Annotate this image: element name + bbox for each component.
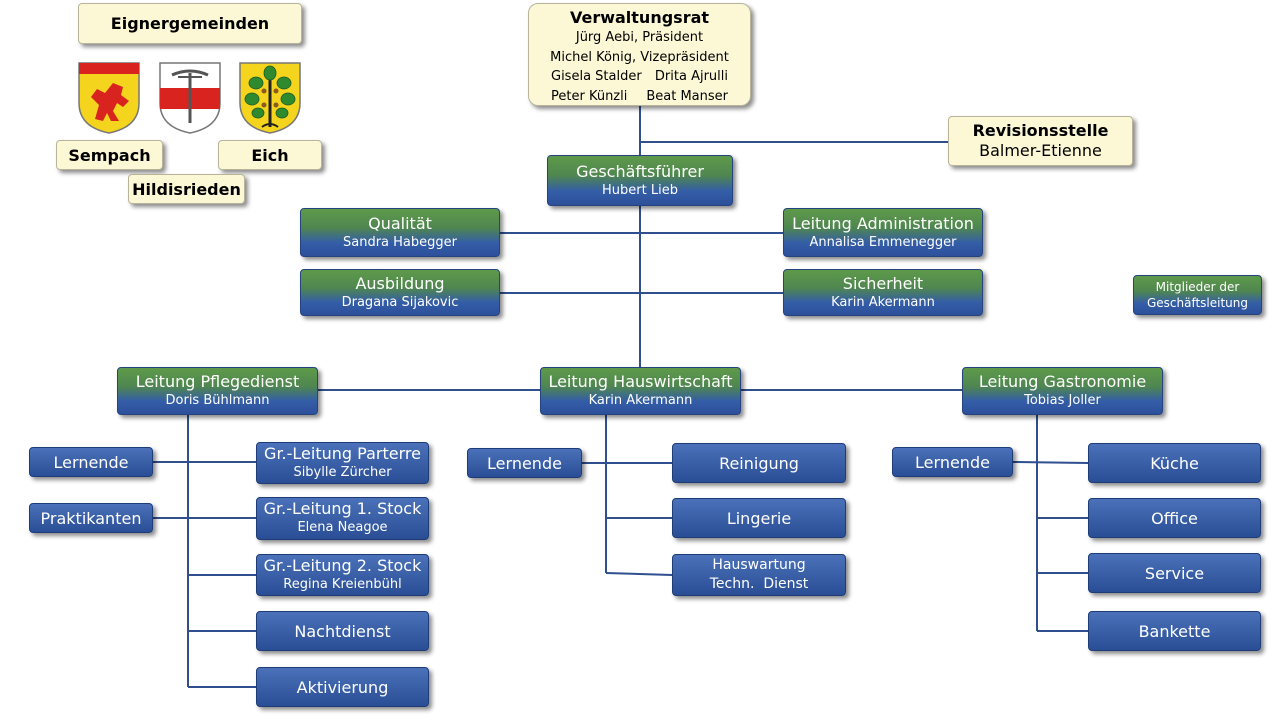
gastro-kitchen-label: Küche <box>1150 453 1199 473</box>
hildisrieden-coat-of-arms <box>159 62 221 134</box>
gastro-service-label: Service <box>1144 563 1205 583</box>
gastro-head-title: Leitung Gastronomie <box>978 372 1147 391</box>
housekeeping-head-box: Leitung Hauswirtschaft Karin Akermann <box>540 367 741 415</box>
quality-box: Qualität Sandra Habegger <box>300 208 500 257</box>
owners-header: Eignergemeinden <box>78 3 302 44</box>
care-interns-label: Praktikanten <box>40 508 142 528</box>
housekeeping-maintenance-line-1: Hauswartung <box>712 557 806 573</box>
care-group-2-name: Regina Kreienbühl <box>283 577 402 592</box>
owner-sempach: Sempach <box>56 140 163 170</box>
care-group-parterre-name: Sibylle Zürcher <box>293 465 392 480</box>
owner-sempach-label: Sempach <box>68 145 151 165</box>
legend-line-2: Geschäftsleitung <box>1146 296 1249 310</box>
gastro-banquet-label: Bankette <box>1138 621 1211 641</box>
gastro-learners-label: Lernende <box>915 452 990 472</box>
legend-line-1: Mitglieder der <box>1155 280 1240 294</box>
admin-title: Leitung Administration <box>792 214 974 233</box>
ceo-box: Geschäftsführer Hubert Lieb <box>547 155 733 206</box>
owners-header-label: Eignergemeinden <box>110 14 270 33</box>
care-group-parterre-title: Gr.-Leitung Parterre <box>264 444 421 463</box>
housekeeping-cleaning-label: Reinigung <box>719 453 799 473</box>
housekeeping-linen-label: Lingerie <box>726 508 792 528</box>
owner-hildisrieden-label: Hildisrieden <box>132 179 241 199</box>
gastro-head-name: Tobias Joller <box>1024 393 1101 408</box>
quality-name: Sandra Habegger <box>343 235 457 250</box>
owner-hildisrieden: Hildisrieden <box>128 174 245 204</box>
gastro-banquet-box: Bankette <box>1088 611 1261 651</box>
housekeeping-head-name: Karin Akermann <box>588 393 693 408</box>
gastro-learners-box: Lernende <box>892 447 1013 477</box>
board-vice: Michel König, Vizepräsident <box>550 49 729 65</box>
sempach-coat-of-arms <box>78 62 140 134</box>
board-member: Beat Manser <box>646 88 728 104</box>
board-title: Verwaltungsrat <box>569 8 710 27</box>
board-member: Drita Ajrulli <box>654 69 728 84</box>
gastro-kitchen-box: Küche <box>1088 443 1261 483</box>
care-group-1-box: Gr.-Leitung 1. Stock Elena Neagoe <box>256 497 429 540</box>
safety-title: Sicherheit <box>842 274 924 293</box>
care-group-1-name: Elena Neagoe <box>297 520 388 535</box>
board-row-1: Gisela Stalder Drita Ajrulli <box>529 67 750 87</box>
housekeeping-head-title: Leitung Hauswirtschaft <box>548 372 733 391</box>
training-box: Ausbildung Dragana Sijakovic <box>300 269 500 316</box>
care-group-1-title: Gr.-Leitung 1. Stock <box>263 499 422 518</box>
board-member: Gisela Stalder <box>551 69 642 84</box>
housekeeping-linen-box: Lingerie <box>672 498 846 538</box>
care-group-parterre-box: Gr.-Leitung Parterre Sibylle Zürcher <box>256 442 429 484</box>
care-group-2-title: Gr.-Leitung 2. Stock <box>263 556 422 575</box>
eich-coat-of-arms <box>239 62 301 134</box>
legend-box: Mitglieder der Geschäftsleitung <box>1133 275 1262 315</box>
ceo-title: Geschäftsführer <box>576 162 704 181</box>
audit-box: Revisionsstelle Balmer-Etienne <box>948 116 1133 166</box>
housekeeping-maintenance-line-2: Techn. Dienst <box>709 576 809 592</box>
housekeeping-learners-box: Lernende <box>467 448 582 478</box>
care-head-title: Leitung Pflegedienst <box>135 372 300 391</box>
owner-eich-label: Eich <box>251 145 289 165</box>
audit-title: Revisionsstelle <box>972 121 1109 140</box>
housekeeping-learners-label: Lernende <box>487 453 562 473</box>
ceo-name: Hubert Lieb <box>602 183 678 198</box>
safety-name: Karin Akermann <box>831 295 935 310</box>
care-interns-box: Praktikanten <box>29 503 153 533</box>
owner-eich: Eich <box>218 140 322 170</box>
care-head-box: Leitung Pflegedienst Doris Bühlmann <box>117 367 318 415</box>
board-box: Verwaltungsrat Jürg Aebi, Präsident Mich… <box>528 3 751 106</box>
care-learners-label: Lernende <box>53 452 129 472</box>
housekeeping-maintenance-box: Hauswartung Techn. Dienst <box>672 554 846 596</box>
audit-name: Balmer-Etienne <box>979 141 1102 160</box>
admin-box: Leitung Administration Annalisa Emmenegg… <box>783 208 983 257</box>
board-row-2: Peter Künzli Beat Manser <box>529 87 750 107</box>
care-activation-box: Aktivierung <box>256 667 429 707</box>
training-name: Dragana Sijakovic <box>341 295 459 310</box>
training-title: Ausbildung <box>355 274 445 293</box>
care-head-name: Doris Bühlmann <box>165 393 270 408</box>
care-night-box: Nachtdienst <box>256 611 429 651</box>
quality-title: Qualität <box>368 214 432 233</box>
care-learners-box: Lernende <box>29 447 153 477</box>
board-president: Jürg Aebi, Präsident <box>575 30 704 45</box>
board-member: Peter Künzli <box>551 88 628 104</box>
gastro-service-box: Service <box>1088 553 1261 593</box>
care-night-label: Nachtdienst <box>294 621 391 641</box>
gastro-head-box: Leitung Gastronomie Tobias Joller <box>962 367 1163 415</box>
gastro-office-box: Office <box>1088 498 1261 538</box>
admin-name: Annalisa Emmenegger <box>809 235 957 250</box>
care-activation-label: Aktivierung <box>296 677 389 697</box>
gastro-office-label: Office <box>1151 508 1198 528</box>
safety-box: Sicherheit Karin Akermann <box>783 269 983 316</box>
housekeeping-cleaning-box: Reinigung <box>672 443 846 483</box>
care-group-2-box: Gr.-Leitung 2. Stock Regina Kreienbühl <box>256 554 429 596</box>
